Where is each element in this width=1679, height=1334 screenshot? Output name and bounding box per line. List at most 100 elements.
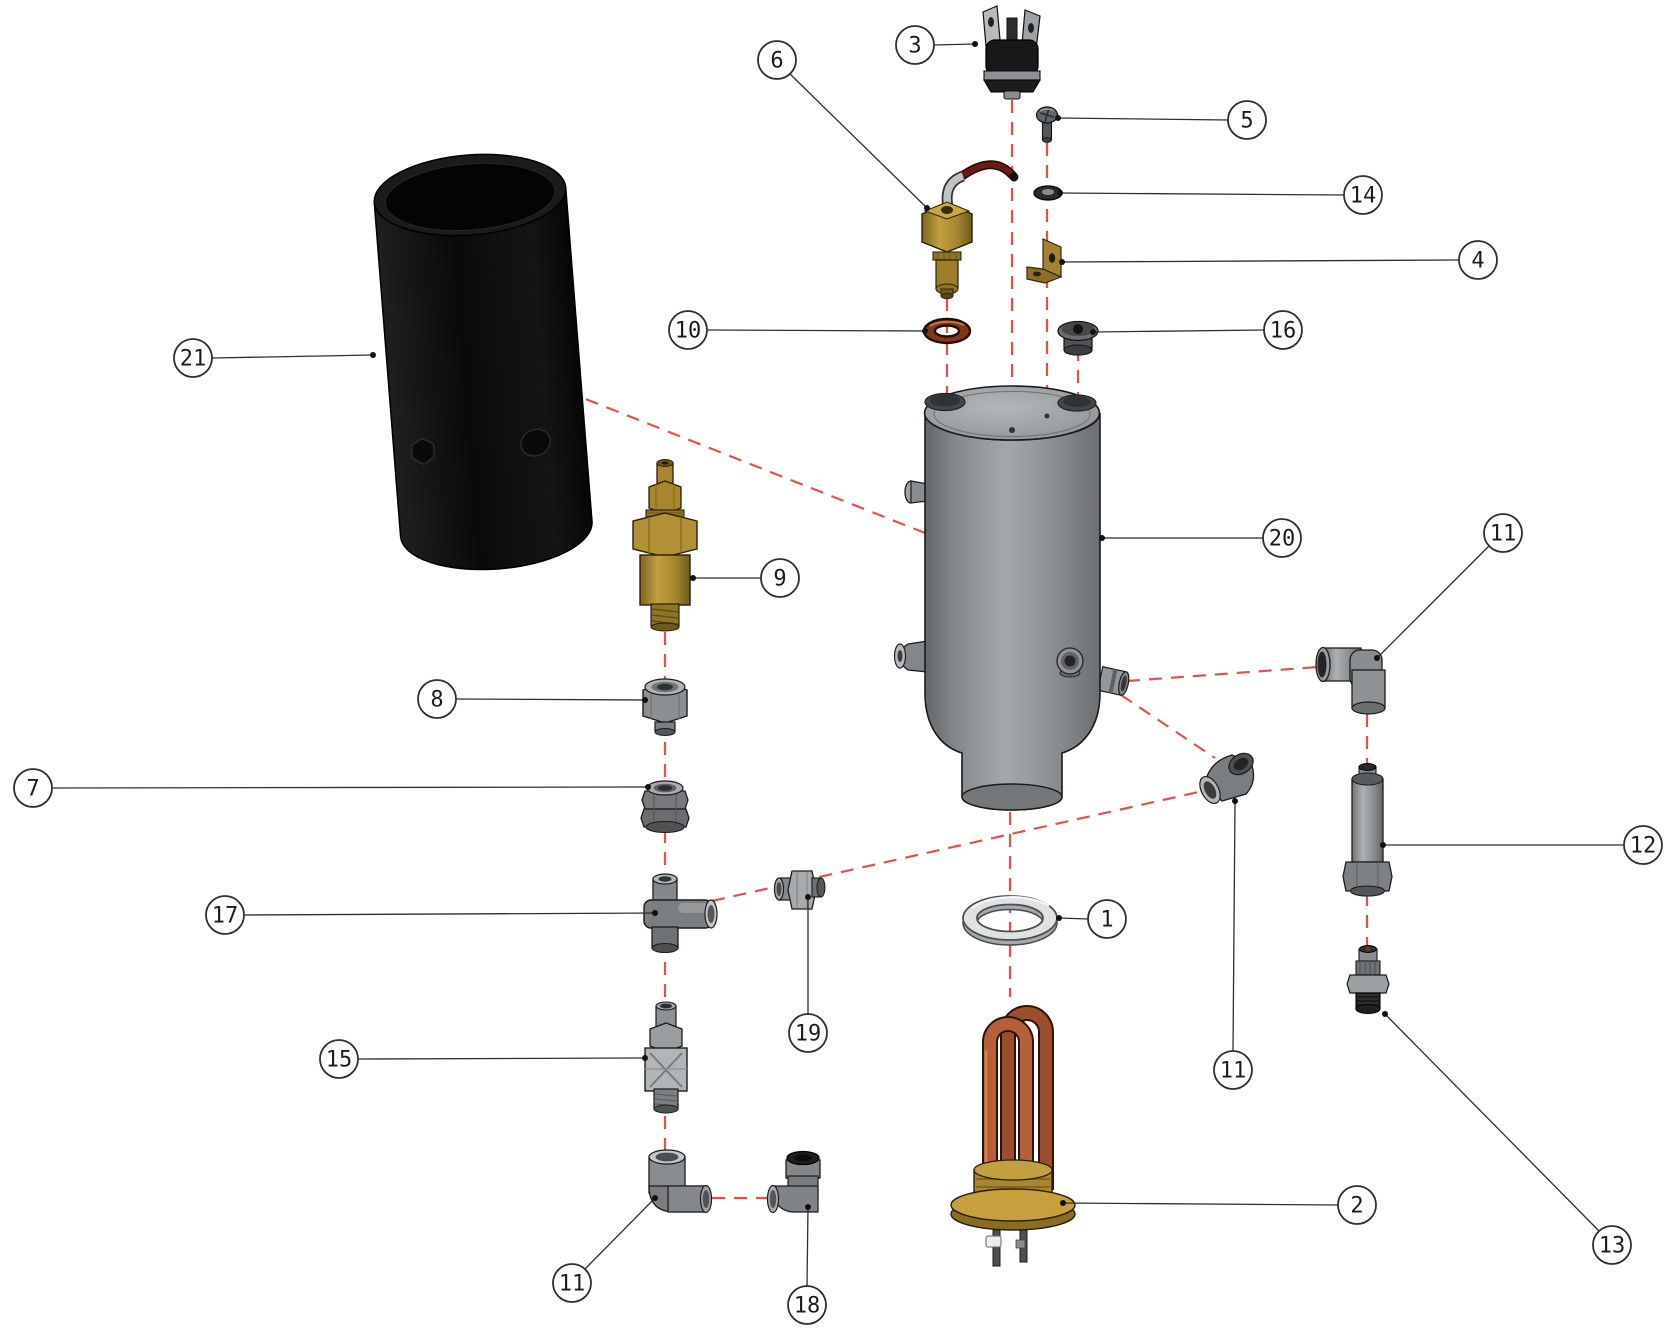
- callout-number-20: 20: [1269, 527, 1296, 552]
- part-safety-valve: [632, 459, 698, 632]
- part-thermostat: [982, 5, 1041, 100]
- callout-19-20: 19: [788, 1013, 828, 1053]
- part-inline-fitting: [1346, 945, 1390, 1014]
- part-heating-element: [950, 1005, 1076, 1267]
- callout-number-4: 4: [1471, 249, 1484, 274]
- leader-dot-18: [805, 1204, 811, 1210]
- leader-dot-7: [645, 784, 651, 790]
- leader-3: [933, 43, 976, 46]
- part-grommet: [1057, 320, 1099, 356]
- callout-number-1: 1: [1100, 908, 1113, 933]
- part-mounting-bracket: [1026, 238, 1063, 284]
- part-boiler-tank: [893, 385, 1130, 811]
- callout-balloon-9: [760, 558, 800, 598]
- callout-number-2: 2: [1350, 1194, 1363, 1219]
- callout-number-11: 11: [1220, 1059, 1247, 1084]
- callout-number-19: 19: [795, 1022, 822, 1047]
- callout-balloon-4: [1458, 240, 1498, 280]
- leader-dot-12: [1380, 842, 1386, 848]
- callout-11-10: 11: [1483, 513, 1523, 553]
- part-nipple-fitting: [773, 870, 826, 910]
- callout-balloon-11: [1213, 1050, 1253, 1090]
- part-elbow-fitting-top-right: [1315, 646, 1386, 715]
- callout-18-19: 18: [787, 1285, 827, 1325]
- leader-dot-13: [1382, 1011, 1388, 1017]
- centerline-7: [1126, 665, 1319, 683]
- callout-11-12: 11: [552, 1263, 592, 1303]
- leader-dot-9: [690, 575, 696, 581]
- callout-number-21: 21: [180, 347, 207, 372]
- callout-13-14: 13: [1592, 1225, 1632, 1265]
- callout-3-2: 3: [895, 25, 935, 65]
- callout-balloon-18: [787, 1285, 827, 1325]
- part-elbow-fitting-2: [766, 1150, 821, 1214]
- leader-21: [211, 354, 374, 359]
- callout-number-7: 7: [26, 777, 39, 802]
- callout-7-6: 7: [13, 768, 53, 808]
- leader-dot-19: [805, 894, 811, 900]
- callout-number-14: 14: [1350, 184, 1377, 209]
- leader-dot-11: [1374, 655, 1380, 661]
- leader-17: [243, 912, 656, 916]
- callout-balloon-6: [757, 40, 797, 80]
- callout-5-4: 5: [1227, 100, 1267, 140]
- leader-dot-5: [1055, 115, 1061, 121]
- part-bracket-screw: [1035, 106, 1059, 143]
- callout-number-3: 3: [908, 34, 921, 59]
- part-check-valve: [644, 1001, 688, 1114]
- callout-number-6: 6: [770, 49, 783, 74]
- leader-14: [1059, 192, 1345, 196]
- callout-balloon-1: [1087, 899, 1127, 939]
- callout-number-9: 9: [773, 567, 786, 592]
- callout-number-17: 17: [212, 904, 239, 929]
- callout-2-1: 2: [1337, 1185, 1377, 1225]
- callout-number-8: 8: [430, 688, 443, 713]
- callout-4-3: 4: [1458, 240, 1498, 280]
- part-extension-pipe: [1342, 763, 1393, 897]
- leader-1: [1058, 917, 1089, 920]
- leader-11: [1376, 545, 1490, 659]
- callout-balloon-19: [788, 1013, 828, 1053]
- leader-11: [584, 1197, 656, 1270]
- callout-6-5: 6: [757, 40, 797, 80]
- leader-16: [1092, 329, 1265, 333]
- callout-14-15: 14: [1343, 175, 1383, 215]
- callout-balloon-17: [205, 895, 245, 935]
- callout-11-11: 11: [1213, 1050, 1253, 1090]
- callout-16-17: 16: [1263, 310, 1303, 350]
- callout-8-7: 8: [417, 679, 457, 719]
- leader-dot-3: [972, 41, 978, 47]
- leader-18: [806, 1206, 809, 1287]
- callout-10-9: 10: [668, 310, 708, 350]
- callout-balloon-7: [13, 768, 53, 808]
- part-elbow-fitting-middle: [1199, 752, 1255, 805]
- callout-number-5: 5: [1240, 109, 1253, 134]
- part-tee-fitting: [643, 873, 718, 954]
- leader-6: [789, 73, 928, 209]
- leader-5: [1057, 117, 1229, 121]
- leader-dot-8: [642, 697, 648, 703]
- part-reducer-adapter: [642, 678, 688, 736]
- callout-17-18: 17: [205, 895, 245, 935]
- part-elbow-fitting-bottom-left: [648, 1149, 713, 1214]
- callout-balloon-10: [668, 310, 708, 350]
- centerline-8: [1120, 694, 1216, 759]
- callout-number-12: 12: [1630, 834, 1657, 859]
- callout-balloon-20: [1262, 518, 1302, 558]
- leader-dot-11: [1232, 798, 1238, 804]
- centerline-10: [544, 381, 926, 535]
- callout-balloon-3: [895, 25, 935, 65]
- leader-dot-15: [642, 1055, 648, 1061]
- callout-balloon-11: [1483, 513, 1523, 553]
- callout-21-22: 21: [173, 338, 213, 378]
- part-temperature-probe: [921, 160, 1019, 300]
- callout-number-11: 11: [559, 1272, 586, 1297]
- leader-dot-20: [1099, 535, 1105, 541]
- callout-balloon-12: [1623, 825, 1663, 865]
- callout-number-11: 11: [1490, 522, 1517, 547]
- leader-15: [357, 1057, 646, 1060]
- callout-9-8: 9: [760, 558, 800, 598]
